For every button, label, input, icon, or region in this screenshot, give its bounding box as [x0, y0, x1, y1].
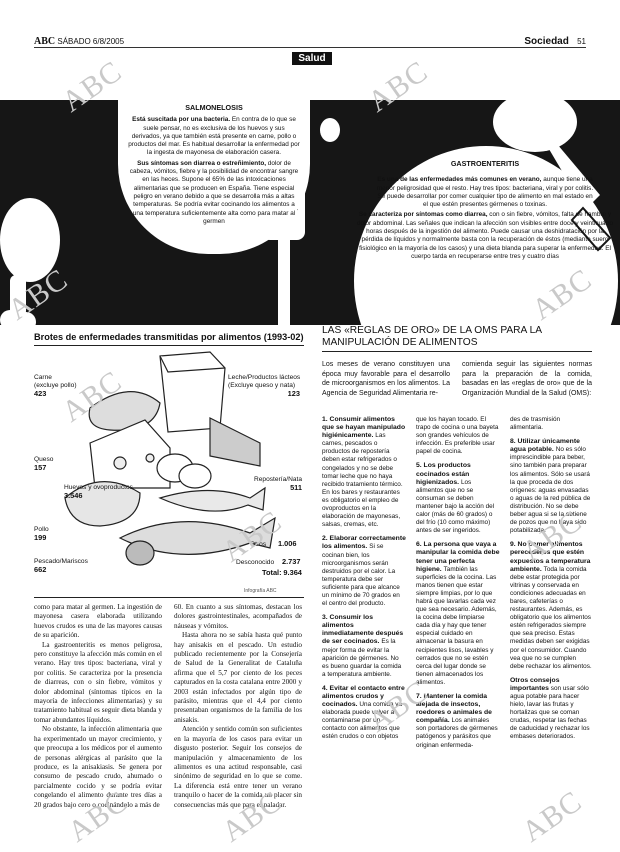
brotes-label-carne: Carne (excluye pollo)423	[34, 374, 77, 398]
cake-icon	[209, 417, 261, 467]
oms-rule-text: son usar sólo agua potable para hacer hi…	[510, 684, 590, 741]
oms-rule-item: 3. Consumir los alimentos inmediatamente…	[322, 614, 406, 679]
oms-rule-text: Toda la comida debe estar protegida por …	[510, 565, 592, 670]
oms-rule-heading: Otros consejos importantes	[510, 676, 560, 692]
oms-rule	[322, 351, 592, 352]
gastroenteritis-para-1: Es una de las enfermedades más comunes e…	[376, 176, 594, 209]
body-paragraph: Atención y sentido común son suficientes…	[174, 725, 302, 809]
oms-column-c: des de trasmisión alimentaria. 8. Utiliza…	[510, 416, 592, 748]
fish-icon	[118, 516, 276, 555]
salmonelosis-box: SALMONELOSIS Está suscitada por una bact…	[128, 103, 300, 226]
oms-rule-text: También las superficies de la cocina. La…	[416, 565, 497, 686]
brotes-title: Brotes de enfermedades transmitidas por …	[34, 332, 304, 342]
oms-rule-text: des de trasmisión alimentaria.	[510, 416, 561, 432]
oms-rule-heading: 1. Consumir alimentos que se hayan manip…	[322, 416, 406, 440]
oms-rule-item: 8. Utilizar únicamente agua potable. No …	[510, 438, 592, 535]
oms-rule-heading: 8. Utilizar únicamente agua potable.	[510, 438, 580, 454]
oms-column-b: que los hayan tocado. El trapo de cocina…	[416, 416, 500, 756]
body-paragraph: 60. En cuanto a sus síntomas, destacan l…	[174, 603, 302, 630]
oms-rule-text: Es la mejor forma de evitar la aparición…	[322, 638, 402, 678]
oms-rule-item: 1. Consumir alimentos que se hayan manip…	[322, 416, 406, 529]
body-column-2: 60. En cuanto a sus síntomas, destacan l…	[174, 603, 302, 810]
fork-icon	[262, 150, 305, 325]
salmonelosis-title: SALMONELOSIS	[185, 103, 243, 112]
brotes-label-leche: Leche/Productos lácteos (Excluye queso y…	[228, 374, 301, 398]
oms-column-a: 1. Consumir alimentos que se hayan manip…	[322, 416, 406, 748]
oms-rule-text: No es sólo imprescindible para beber, si…	[510, 446, 591, 535]
body-paragraph: La gastroenteritis es menos peligrosa, p…	[34, 640, 162, 724]
oms-rule-heading: 4. Evitar el contacto entre alimentos cr…	[322, 684, 405, 709]
oms-rule-text: Los animales son portadores de gérmenes …	[416, 717, 498, 749]
oms-rule-text: Si se cocinan bien, los microorganismos …	[322, 543, 400, 608]
oms-rule-item: 4. Evitar el contacto entre alimentos cr…	[322, 685, 406, 742]
oms-rule-item: Otros consejos importantes son usar sólo…	[510, 677, 592, 742]
oms-title: LAS «REGLAS DE ORO» DE LA OMS PARA LA MA…	[322, 325, 542, 348]
oms-intro-left: Los meses de verano constituyen una époc…	[322, 361, 450, 397]
body-column-1: como para matar al germen. La ingestión …	[34, 603, 162, 810]
section-name: Sociedad	[524, 36, 569, 47]
oms-rule-item: que los hayan tocado. El trapo de cocina…	[416, 416, 500, 456]
page-number: 51	[577, 37, 586, 46]
oms-rule-item: 6. La persona que vaya a manipular la co…	[416, 541, 500, 687]
plate-icon	[493, 100, 577, 152]
cheese-icon	[89, 419, 171, 489]
header-date: SÁBADO 6/8/2005	[57, 37, 125, 46]
food-illustration	[64, 351, 276, 566]
body-paragraph: como para matar al germen. La ingestión …	[34, 603, 162, 640]
gastroenteritis-title: GASTROENTERITIS	[450, 159, 520, 168]
cutlery-illustration	[0, 100, 612, 325]
header-rule	[34, 47, 586, 48]
gastroenteritis-box: GASTROENTERITIS Es una de las enfermedad…	[356, 159, 614, 261]
brand-logo: ABC	[34, 36, 56, 47]
drumstick-icon	[0, 198, 60, 325]
oms-rule-text: que los hayan tocado. El trapo de cocina…	[416, 416, 499, 456]
oms-rule-item: 7. Mantener la comida alejada de insecto…	[416, 693, 500, 750]
oms-rule-heading: 7. Mantener la comida alejada de insecto…	[416, 693, 492, 725]
brotes-rule	[34, 345, 304, 346]
oms-rule-heading: 5. Los productos cocinados están higieni…	[416, 462, 471, 486]
gastroenteritis-para-2: Se caracteriza por síntomas como diarrea…	[356, 211, 614, 260]
oms-rule-item: 2. Elaborar correctamente los alimentos.…	[322, 535, 406, 608]
brotes-label-total: Total: 9.364	[262, 568, 302, 577]
salmonelosis-para-2: Sus síntomas son diarrea o estreñimiento…	[129, 159, 299, 225]
brotes-credit: Infografía ABC	[244, 588, 277, 594]
brotes-bottom-rule	[34, 597, 304, 598]
brotes-label-otros: Otros 1.006	[250, 539, 297, 549]
oms-intro-right: comienda seguir las siguientes normas pa…	[462, 361, 592, 397]
oms-rule-item: 5. Los productos cocinados están higieni…	[416, 462, 500, 535]
oms-rule-heading: 3. Consumir los alimentos inmediatamente…	[322, 614, 404, 646]
oms-rule-heading: 6. La persona que vaya a manipular la co…	[416, 541, 500, 573]
oms-rule-item: des de trasmisión alimentaria.	[510, 416, 592, 432]
oms-rule-text: Los alimentos que no se consuman se debe…	[416, 478, 495, 535]
salmonelosis-para-1: Está suscitada por una bacteria. En cont…	[128, 116, 300, 157]
oms-rule-text: Las carnes, pescados o productos de repo…	[322, 432, 403, 529]
oms-rule-item: 9. No comer alimentos perecederos que es…	[510, 541, 592, 671]
brotes-label-desconocido: Desconocido 2.737	[236, 557, 301, 567]
oms-rule-heading: 2. Elaborar correctamente los alimentos.	[322, 535, 406, 551]
egg-icon	[320, 118, 340, 142]
chicken-icon	[64, 481, 141, 527]
page-header-left: ABC SÁBADO 6/8/2005	[34, 36, 124, 47]
section-tag: Salud	[292, 52, 332, 65]
page-header-right: Sociedad 51	[524, 36, 586, 47]
watermark: ABC	[516, 784, 589, 849]
body-paragraph: Hasta ahora no se sabía hasta qué punto …	[174, 631, 302, 724]
body-paragraph: No obstante, la infección alimentaria qu…	[34, 725, 162, 809]
oms-rule-text: Una comida ya elaborada puede volver a c…	[322, 701, 403, 741]
oms-rule-heading: 9. No comer alimentos perecederos que es…	[510, 541, 591, 573]
